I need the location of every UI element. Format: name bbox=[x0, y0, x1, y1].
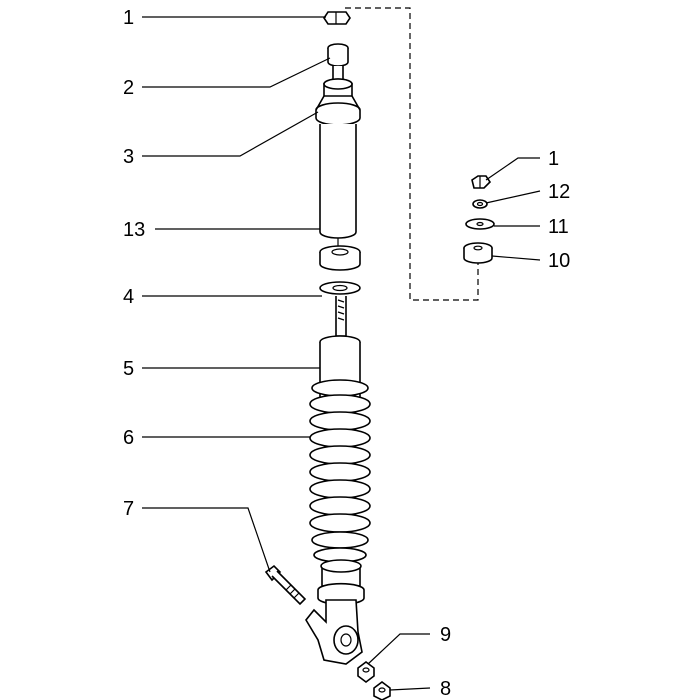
detail-washer-flat-part bbox=[465, 218, 495, 230]
washer-bottom-part bbox=[357, 661, 375, 683]
piston-rod-part bbox=[335, 296, 347, 337]
lower-eye-mount-part bbox=[305, 599, 363, 665]
stop-ring-part bbox=[319, 281, 361, 295]
detail-rubber-bush-part bbox=[463, 242, 493, 264]
nut-bottom-part bbox=[373, 681, 391, 700]
callout-washer-bottom: 9 bbox=[440, 624, 451, 646]
rubber-ring-part bbox=[319, 245, 361, 271]
leader-bolt bbox=[142, 507, 271, 573]
callout-spring: 6 bbox=[123, 427, 134, 449]
detail-connector-dashed bbox=[345, 7, 479, 301]
leader-nut-bottom bbox=[389, 687, 431, 691]
lower-body-part bbox=[317, 559, 365, 606]
leader-bushing bbox=[142, 57, 331, 88]
top-nut-part bbox=[323, 11, 351, 25]
callout-dust-cover: 13 bbox=[123, 219, 145, 241]
bushing-part bbox=[327, 43, 349, 83]
callout-top-nut: 1 bbox=[123, 7, 134, 29]
callout-nut-bottom: 8 bbox=[440, 678, 451, 700]
callout-detail-nut: 1 bbox=[548, 148, 559, 170]
leader-detail-rubber-bush bbox=[491, 255, 541, 261]
leader-washer-bottom bbox=[367, 633, 430, 665]
callout-damper-body: 5 bbox=[123, 358, 134, 380]
coil-spring-part bbox=[309, 379, 371, 563]
callout-bushing: 2 bbox=[123, 77, 134, 99]
leader-detail-nut bbox=[485, 157, 540, 181]
detail-nut-part bbox=[471, 175, 492, 189]
leader-detail-washer-small bbox=[485, 190, 541, 204]
detail-washer-small-part bbox=[472, 199, 488, 209]
callout-bolt: 7 bbox=[123, 498, 134, 520]
leader-lines bbox=[142, 16, 541, 691]
callout-detail-washer-flat: 11 bbox=[548, 216, 569, 238]
callout-detail-washer-small: 12 bbox=[548, 181, 570, 203]
leader-upper-cup bbox=[142, 111, 319, 157]
bolt-part bbox=[264, 564, 307, 606]
callout-stop-ring: 4 bbox=[123, 286, 134, 308]
dust-cover-part bbox=[319, 124, 357, 248]
upper-cup-part bbox=[315, 78, 361, 126]
callout-detail-rubber-bush: 10 bbox=[548, 250, 570, 272]
callout-labels: 1 2 3 13 4 5 6 7 9 8 1 12 11 10 bbox=[123, 7, 570, 700]
callout-upper-cup: 3 bbox=[123, 146, 134, 168]
